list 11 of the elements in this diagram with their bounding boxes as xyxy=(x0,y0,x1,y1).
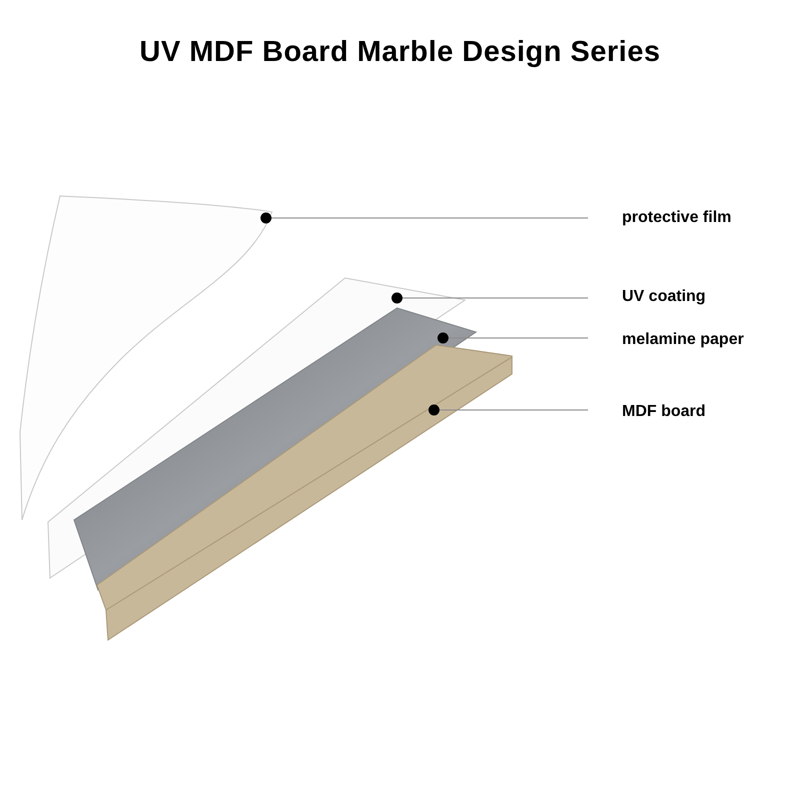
part-label: UV coating xyxy=(622,287,706,307)
part-label: MDF board xyxy=(622,402,706,422)
leader-line xyxy=(260,212,588,224)
mdf-board-layer xyxy=(96,344,512,641)
leader-line xyxy=(392,292,588,304)
leader-line xyxy=(438,332,588,344)
protective-film-layer xyxy=(20,196,272,520)
leader-line xyxy=(428,404,588,416)
part-label: melamine paper xyxy=(622,330,744,350)
part-label: protective film xyxy=(622,208,732,228)
title: UV MDF Board Marble Design Series xyxy=(138,36,662,69)
